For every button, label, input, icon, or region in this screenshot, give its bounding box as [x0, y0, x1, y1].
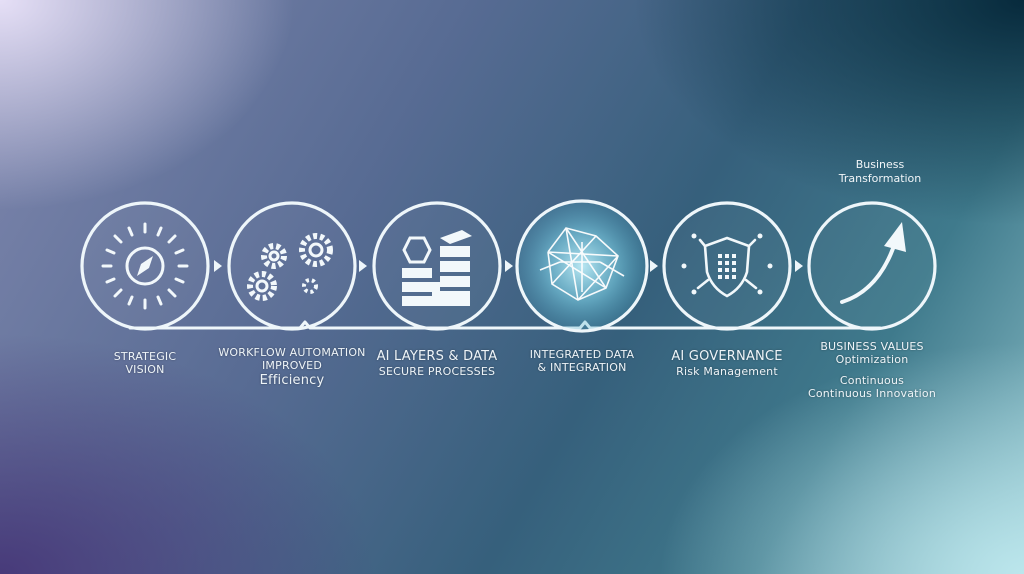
step-5-label: AI GOVERNANCE Risk Management — [652, 348, 802, 378]
step-5-label-line2: Risk Management — [676, 365, 778, 378]
step-6-label-line4: Continuous Innovation — [807, 387, 937, 400]
arrow-right-icon — [505, 260, 513, 272]
step-3-label-line2: SECURE PROCESSES — [378, 365, 496, 378]
step-2-label-line2: IMPROVED — [261, 359, 323, 372]
flow-arrows — [214, 260, 803, 272]
step-1-label: STRATEGIC VISION — [85, 350, 205, 376]
arrow-right-icon — [650, 260, 658, 272]
header-label-line2: Transformation — [838, 172, 922, 185]
header-label-line1: Business — [855, 158, 905, 171]
step-6-label-line3: Continuous — [839, 374, 905, 387]
arrow-right-icon — [795, 260, 803, 272]
network-mesh-icon — [539, 227, 625, 301]
step-2-label-line1: WORKFLOW AUTOMATION — [218, 346, 366, 359]
arrow-right-icon — [359, 260, 367, 272]
step-1-label-line1: STRATEGIC — [113, 350, 177, 363]
arrow-right-icon — [214, 260, 222, 272]
compass-icon — [101, 222, 189, 310]
step-4-label: INTEGRATED DATA & INTEGRATION — [507, 348, 657, 374]
step-6-label: BUSINESS VALUES Optimization Continuous … — [797, 340, 947, 400]
step-2-label-line3: Efficiency — [259, 373, 325, 388]
connector-line — [128, 320, 882, 330]
step-3-label: AI LAYERS & DATA SECURE PROCESSES — [362, 348, 512, 378]
building-blocks-icon — [402, 230, 472, 306]
gears-icon — [247, 233, 333, 301]
step-2-circle — [227, 201, 357, 331]
shield-icon — [681, 233, 773, 298]
step-1-label-line2: VISION — [125, 363, 165, 376]
growth-arrow-icon — [840, 222, 906, 304]
business-transformation-label: Business Transformation — [800, 158, 960, 186]
step-6-circle — [807, 201, 937, 331]
step-4-label-line1: INTEGRATED DATA — [529, 348, 635, 361]
step-6-label-line2: Optimization — [835, 353, 909, 366]
step-3-circle — [372, 201, 502, 331]
step-3-label-line1: AI LAYERS & DATA — [376, 349, 498, 364]
step-6-label-line1: BUSINESS VALUES — [820, 340, 924, 353]
step-2-label: WORKFLOW AUTOMATION IMPROVED Efficiency — [212, 346, 372, 389]
step-5-label-line1: AI GOVERNANCE — [671, 349, 783, 364]
step-4-label-line2: & INTEGRATION — [537, 361, 627, 374]
